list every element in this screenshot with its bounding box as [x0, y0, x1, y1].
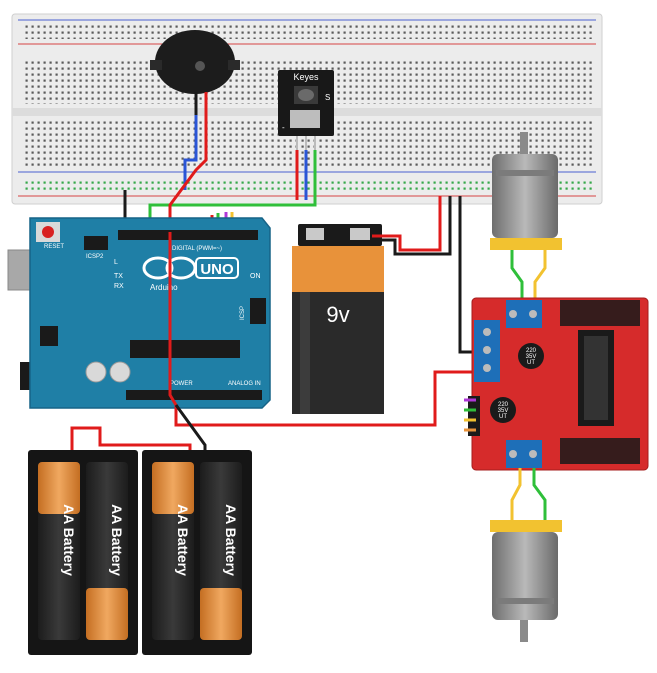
battery-red-wire	[372, 196, 442, 252]
on-label: ON	[250, 273, 261, 280]
arduino-uno-board: RESET ICSP2 DIGITAL (PWM=~) L TX RX UNO …	[7, 217, 271, 409]
aa-battery-label-3: AA Battery	[175, 504, 191, 576]
battery-9v-label: 9v	[326, 302, 349, 327]
icsp-label: ICSP	[240, 306, 246, 320]
reset-label: RESET	[44, 244, 64, 250]
buzzer-blue-wire	[183, 115, 198, 190]
uno-label: UNO	[200, 261, 234, 278]
buzzer-red-wire	[168, 115, 208, 232]
digital-label: DIGITAL (PWM=~)	[172, 246, 222, 252]
power-label: POWER	[170, 381, 193, 387]
motor-top-yellow-wire	[533, 250, 547, 300]
l-led-label: L	[114, 259, 118, 266]
aa-battery-label-1: AA Battery	[61, 504, 77, 576]
motor-bottom-yellow-wire	[510, 468, 522, 520]
ir-brand-label: Keyes	[293, 72, 319, 82]
aa-battery-label-4: AA Battery	[223, 504, 239, 576]
motor-top	[490, 132, 562, 250]
tx-label: TX	[114, 273, 123, 280]
motor-bottom-green-wire	[532, 468, 547, 520]
ir-pin-s-label: S	[325, 93, 330, 102]
rx-label: RX	[114, 283, 124, 290]
aa-red-wire	[70, 426, 192, 452]
ir-pin-minus-label: -	[282, 123, 285, 132]
analog-label: ANALOG IN	[228, 381, 261, 387]
battery-black-wire	[382, 196, 452, 256]
motor-top-green-wire	[510, 250, 524, 300]
motor-bottom	[490, 520, 562, 642]
aa-battery-pack-left	[28, 450, 138, 655]
ir-sensor-module: Keyes S -	[278, 70, 334, 150]
battery-9v: 9v	[292, 224, 384, 414]
aa-battery-label-2: AA Battery	[109, 504, 125, 576]
aa-black-wire	[174, 404, 207, 452]
driver-power-wire	[168, 232, 478, 427]
arduino-brand-label: Arduino	[150, 283, 178, 292]
buzzer	[150, 30, 240, 115]
icsp2-label: ICSP2	[86, 254, 104, 260]
aa-battery-pack-right	[142, 450, 252, 655]
